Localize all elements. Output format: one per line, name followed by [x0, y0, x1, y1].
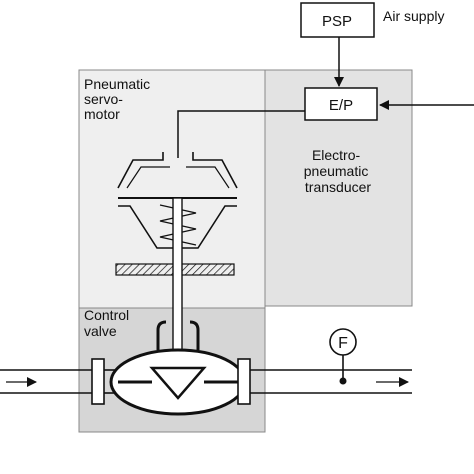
transducer-label: Electro- pneumatic transducer	[304, 147, 372, 195]
valve-bonnet	[156, 320, 200, 350]
valve-stem	[172, 197, 183, 369]
ep-label: E/P	[329, 97, 353, 114]
flow-meter-label: F	[338, 335, 348, 352]
flange-right	[237, 358, 251, 405]
air-supply-label: Air supply	[383, 8, 444, 24]
actuator-upper-housing	[117, 152, 238, 189]
psp-label: PSP	[322, 13, 352, 30]
flange-left	[91, 358, 105, 405]
ep-box	[304, 87, 378, 121]
control-valve-label: Control valve	[84, 307, 133, 339]
psp-box	[300, 2, 375, 38]
servomotor-label: Pneumatic servo- motor	[84, 76, 154, 122]
valve-plug	[149, 366, 207, 400]
actuator-upper-inner	[126, 166, 230, 189]
pneumatic-signal-line	[177, 110, 305, 158]
flow-meter-tap	[339, 377, 347, 385]
